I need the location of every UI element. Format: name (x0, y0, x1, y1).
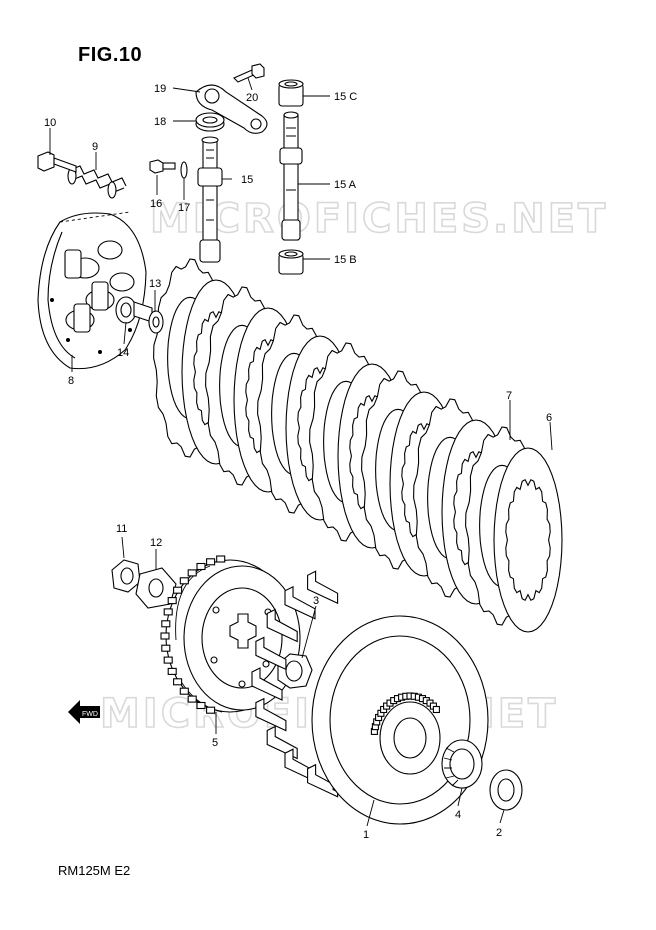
callout-13: 13 (149, 278, 161, 290)
spline-tooth (216, 555, 226, 563)
callout-15: 15 (241, 174, 253, 186)
callout-10: 10 (44, 117, 56, 129)
callout-20: 20 (246, 92, 258, 104)
shaft-bolt (149, 159, 176, 174)
callout-19: 19 (154, 83, 166, 95)
gear-tooth (432, 705, 440, 714)
callout-12: 12 (150, 537, 162, 549)
primary-gear-teeth (370, 692, 440, 735)
release-arm (195, 84, 268, 134)
spline-tooth (196, 562, 206, 571)
callout-15a: 15 A (334, 179, 357, 191)
spring-bolt (37, 151, 77, 173)
release-shaft (197, 136, 223, 263)
spline-tooth (161, 644, 171, 652)
spline-tooth (179, 687, 189, 695)
callout-5: 5 (212, 737, 218, 749)
callout-17: 17 (178, 202, 190, 214)
wave-washer (277, 653, 313, 689)
callout-16: 16 (150, 198, 162, 210)
bearing (115, 296, 137, 324)
leader-lines (49, 77, 553, 827)
callout-6: 6 (546, 412, 552, 424)
small-washer (180, 161, 188, 179)
arm-bolt (233, 63, 265, 83)
clutch-sleeve-hub (160, 555, 301, 714)
thrust-washer (489, 769, 523, 811)
callout-15b: 15 B (334, 254, 357, 266)
hub-nut (111, 559, 141, 593)
housing-finger (255, 697, 287, 732)
fwd-arrow-icon: FWD (68, 700, 100, 724)
spline-tooth (161, 620, 171, 628)
spline-tooth (179, 577, 189, 585)
spline-tooth (160, 632, 170, 640)
spline-tooth (196, 701, 206, 710)
callout-8: 8 (68, 375, 74, 387)
housing-finger (255, 636, 287, 671)
push-piece (133, 301, 164, 334)
spline-tooth (167, 597, 177, 605)
needle-bearing (441, 739, 483, 789)
drive-plate (493, 447, 563, 633)
pressure-plate (37, 211, 147, 370)
callout-labels: 10 9 19 20 18 15 16 17 15 C 15 A 15 B 13… (44, 83, 552, 841)
callout-3: 3 (313, 595, 319, 607)
callout-18: 18 (154, 116, 166, 128)
spline-tooth (167, 667, 177, 675)
bearing-15c (278, 79, 304, 107)
callout-4: 4 (455, 809, 461, 821)
callout-1: 1 (363, 829, 369, 841)
clutch-plate-stack (153, 258, 563, 633)
housing-finger (307, 570, 339, 605)
spline-tooth (173, 678, 183, 686)
spline-tooth (187, 569, 197, 577)
housing-finger (266, 608, 298, 643)
callout-15c: 15 C (334, 91, 357, 103)
figure-title: FIG.10 (78, 44, 143, 66)
spline-tooth (173, 586, 183, 594)
callout-2: 2 (496, 827, 502, 839)
housing-finger (251, 667, 283, 701)
spline-tooth (187, 695, 197, 703)
callout-9: 9 (92, 141, 98, 153)
spline-tooth (163, 656, 173, 664)
release-shaft-15a (279, 111, 303, 241)
fwd-label: FWD (82, 711, 98, 718)
model-code: RM125M E2 (58, 863, 131, 878)
housing-fingers (251, 570, 364, 805)
bearing-15b (278, 249, 304, 275)
watermark-top: MICROFICHES.NET (150, 196, 608, 242)
clutch-spring (67, 165, 127, 199)
callout-7: 7 (506, 390, 512, 402)
spline-tooth (163, 608, 173, 616)
hub-spline-teeth (160, 555, 226, 714)
spline-tooth (206, 706, 216, 714)
callout-11: 11 (116, 523, 127, 535)
spline-tooth (206, 558, 216, 566)
clutch-housing (251, 570, 489, 825)
callout-14: 14 (117, 347, 129, 359)
oil-seal (195, 112, 225, 132)
